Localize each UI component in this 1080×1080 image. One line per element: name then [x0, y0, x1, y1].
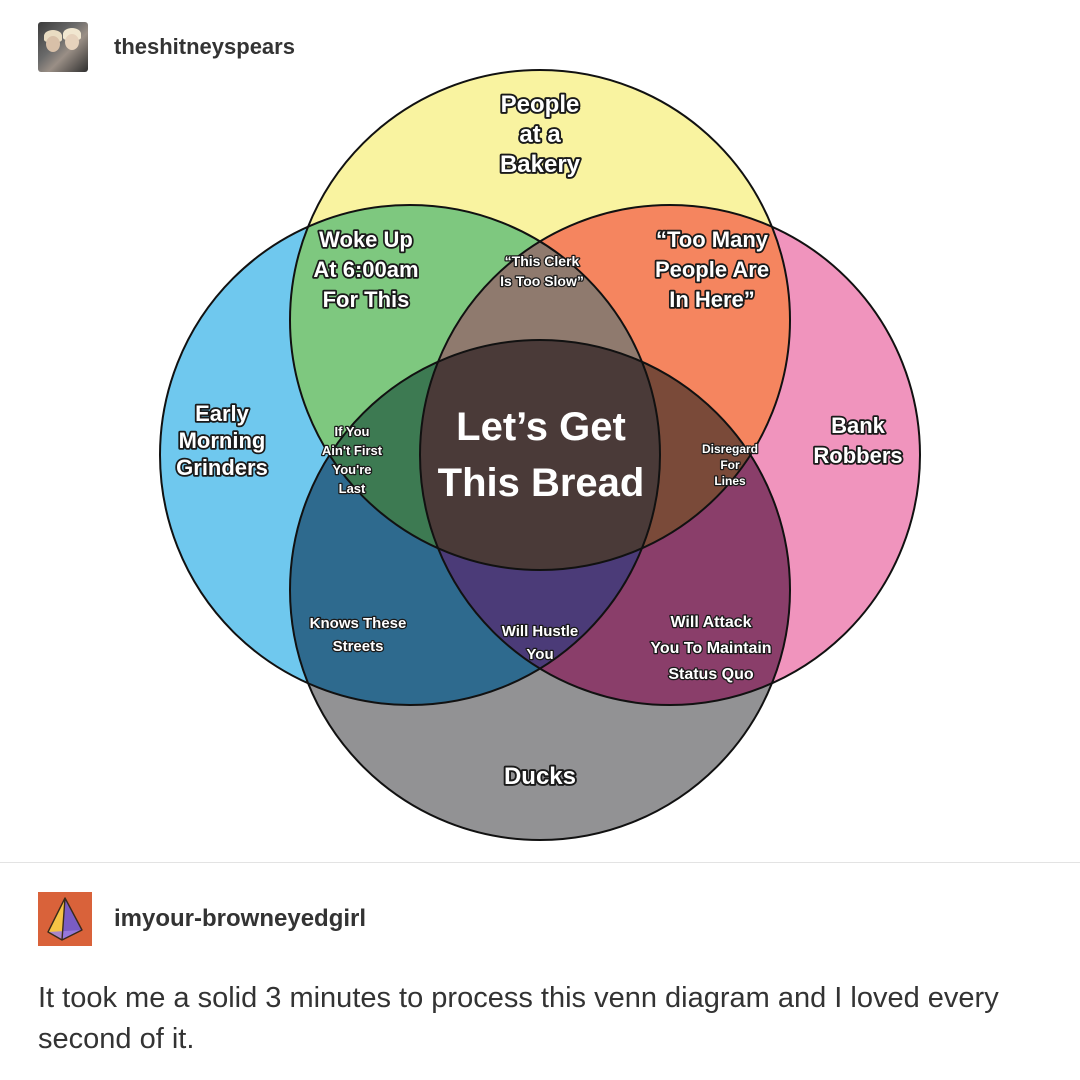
label-this-clerk-is-too-slow-line: Is Too Slow” [500, 273, 584, 289]
label-knows-these-streets-line: Streets [333, 638, 384, 655]
reblog-username[interactable]: imyour-browneyedgirl [114, 905, 367, 932]
label-disregard-for-lines-line: Disregard [702, 442, 758, 456]
reblog-avatar[interactable] [38, 892, 92, 946]
label-ducks: Ducks [504, 763, 576, 790]
label-will-hustle-you-line: You [526, 646, 553, 663]
label-early-morning-grinders-line: Early [195, 401, 250, 426]
label-this-clerk-is-too-slow: “This Clerk Is Too Slow” [500, 253, 584, 289]
author-username[interactable]: theshitneyspears [114, 34, 295, 59]
label-early-morning-grinders-line: Morning [179, 428, 266, 453]
label-if-you-aint-first-line: Ain't First [322, 443, 383, 458]
label-if-you-aint-first-line: Last [339, 481, 366, 496]
region-center [420, 340, 660, 570]
reblog-comment: It took me a solid 3 minutes to process … [38, 982, 999, 1055]
label-if-you-aint-first-line: If You [335, 424, 370, 439]
label-lets-get-this-bread-line: Let’s Get [456, 405, 626, 449]
label-ducks-line: Ducks [504, 763, 576, 790]
triangle-prism-icon [47, 897, 83, 941]
label-will-attack-status-quo-line: Will Attack [670, 614, 751, 631]
label-woke-up-at-6am-line: Woke Up [319, 227, 413, 252]
post-divider [0, 862, 1080, 863]
label-disregard-for-lines-line: Lines [714, 474, 746, 488]
label-if-you-aint-first-line: You're [333, 462, 372, 477]
label-too-many-people-line: People Are [655, 257, 769, 282]
label-early-morning-grinders-line: Grinders [176, 455, 268, 480]
label-people-at-a-bakery: People at a Bakery [500, 91, 581, 178]
label-bank-robbers-line: Bank [831, 413, 886, 438]
label-too-many-people-line: In Here” [669, 287, 755, 312]
circle-outlines [159, 69, 921, 841]
label-people-at-a-bakery-line: People [501, 91, 580, 118]
label-woke-up-at-6am-line: At 6:00am [313, 257, 418, 282]
label-will-attack-status-quo-line: Status Quo [668, 666, 754, 683]
label-this-clerk-is-too-slow-line: “This Clerk [505, 253, 580, 269]
label-will-attack-status-quo-line: You To Maintain [650, 640, 771, 657]
label-knows-these-streets-line: Knows These [310, 615, 407, 632]
label-people-at-a-bakery-line: Bakery [500, 151, 581, 178]
reblog-header: imyour-browneyedgirl [38, 892, 366, 946]
label-will-hustle-you-line: Will Hustle [502, 623, 579, 640]
label-too-many-people-line: “Too Many [656, 227, 769, 252]
author-avatar[interactable] [38, 22, 88, 72]
label-lets-get-this-bread-line: This Bread [438, 461, 645, 505]
label-woke-up-at-6am-line: For This [323, 287, 410, 312]
post-header: theshitneyspears [38, 22, 295, 72]
label-bank-robbers-line: Robbers [813, 443, 902, 468]
label-disregard-for-lines-line: For [720, 458, 740, 472]
label-people-at-a-bakery-line: at a [519, 121, 561, 148]
